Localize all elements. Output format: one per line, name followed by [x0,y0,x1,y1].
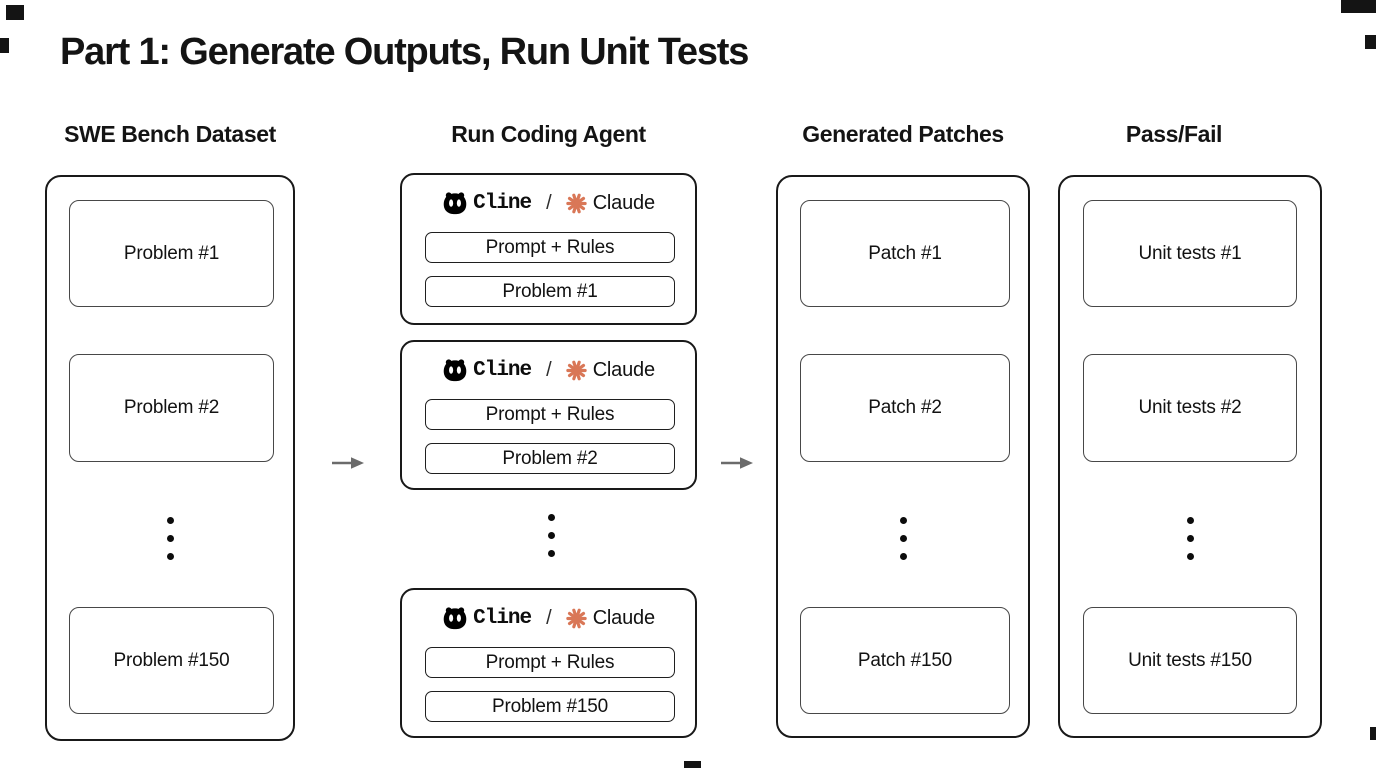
separator-slash: / [546,191,552,214]
cline-label: Cline [473,191,532,215]
unit-tests-label: Unit tests #2 [1138,397,1242,418]
problem-box: Problem #1 [69,200,274,307]
cline-robot-icon [442,357,468,383]
patch-label: Patch #2 [868,397,942,418]
page-title: Part 1: Generate Outputs, Run Unit Tests [60,31,749,73]
agent-problem-label: Problem #1 [502,280,598,302]
claude-label: Claude [592,606,655,629]
prompt-rules-label: Prompt + Rules [485,403,615,425]
vertical-ellipsis-dots [534,514,568,557]
agent-problem-label: Problem #150 [492,695,608,717]
prompt-rules-box: Prompt + Rules [425,399,675,430]
passfail-container: Unit tests #1 Unit tests #2 Unit tests #… [1058,175,1322,738]
unit-tests-box: Unit tests #150 [1083,607,1297,714]
vertical-ellipsis-dots [1060,517,1320,560]
claude-label: Claude [592,191,655,214]
unit-tests-label: Unit tests #1 [1138,242,1242,264]
agent-header: Cline / Claude [402,603,695,633]
agent-card: Cline / Claude Prompt + Rules Problem [400,173,697,325]
claude-starburst-icon [565,607,588,630]
screen-artifact [1341,0,1376,13]
screen-artifact [0,38,9,53]
separator-slash: / [546,606,552,629]
cline-robot-icon [442,605,468,631]
agent-problem-box: Problem #150 [425,691,675,722]
agent-problem-box: Problem #2 [425,443,675,474]
column-header-passfail: Pass/Fail [1125,121,1223,147]
claude-label: Claude [592,358,655,381]
problem-label: Problem #1 [123,242,220,264]
unit-tests-box: Unit tests #2 [1083,354,1297,462]
patch-label: Patch #1 [868,242,942,264]
vertical-ellipsis-dots [47,517,293,560]
cline-robot-icon [442,190,468,216]
right-arrow-icon [332,457,364,469]
agent-card: Cline / Claude Prompt + Rules Problem [400,588,697,738]
unit-tests-box: Unit tests #1 [1083,200,1297,307]
agent-header: Cline / Claude [402,188,695,218]
agent-problem-label: Problem #2 [502,447,598,469]
column-header-dataset: SWE Bench Dataset [64,121,276,147]
separator-slash: / [546,358,552,381]
claude-starburst-icon [565,359,588,382]
patch-box: Patch #1 [800,200,1010,307]
patch-box: Patch #2 [800,354,1010,462]
prompt-rules-box: Prompt + Rules [425,232,675,263]
screen-artifact [684,761,701,768]
dataset-container: Problem #1 Problem #2 Problem #150 [45,175,295,741]
cline-label: Cline [473,606,532,630]
problem-box: Problem #2 [69,354,274,462]
problem-label: Problem #2 [123,397,220,418]
right-arrow-icon [721,457,753,469]
screen-artifact [1365,35,1376,49]
problem-box: Problem #150 [69,607,274,714]
prompt-rules-label: Prompt + Rules [485,651,615,673]
screen-artifact [1370,727,1376,740]
prompt-rules-label: Prompt + Rules [485,236,615,258]
vertical-ellipsis-dots [778,517,1028,560]
column-header-patches: Generated Patches [802,121,1004,147]
problem-label: Problem #150 [113,649,230,671]
column-header-agent: Run Coding Agent [451,121,646,147]
agent-header: Cline / Claude [402,355,695,385]
screen-artifact [6,5,24,20]
agent-card: Cline / Claude Prompt + Rules Problem [400,340,697,490]
claude-starburst-icon [565,192,588,215]
patch-box: Patch #150 [800,607,1010,714]
cline-label: Cline [473,358,532,382]
patches-container: Patch #1 Patch #2 Patch #150 [776,175,1030,738]
agent-problem-box: Problem #1 [425,276,675,307]
prompt-rules-box: Prompt + Rules [425,647,675,678]
unit-tests-label: Unit tests #150 [1128,649,1252,671]
patch-label: Patch #150 [857,649,953,671]
